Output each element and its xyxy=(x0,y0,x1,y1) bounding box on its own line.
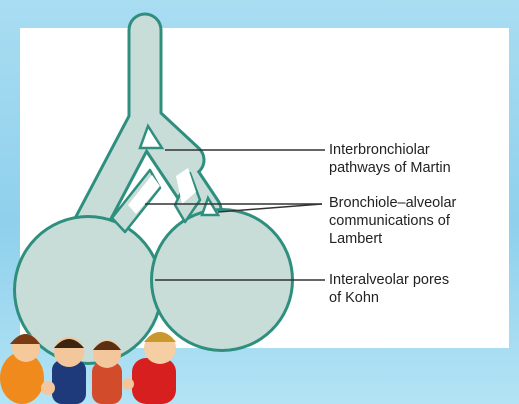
label-martin-line-2: pathways of Martin xyxy=(329,159,451,177)
cartoon-children-illustration xyxy=(0,318,200,404)
airway-tree xyxy=(13,28,294,365)
label-kohn-line-2: of Kohn xyxy=(329,289,449,307)
label-kohn: Interalveolar pores of Kohn xyxy=(329,271,449,307)
label-martin: Interbronchiolar pathways of Martin xyxy=(329,141,451,177)
label-kohn-line-1: Interalveolar pores xyxy=(329,271,449,289)
label-lambert-line-1: Bronchiole–alveolar xyxy=(329,194,456,212)
label-lambert-line-2: communications of xyxy=(329,212,456,230)
leader-lambert-2 xyxy=(218,204,322,212)
label-lambert-line-3: Lambert xyxy=(329,230,456,248)
label-lambert: Bronchiole–alveolar communications of La… xyxy=(329,194,456,248)
label-martin-line-1: Interbronchiolar xyxy=(329,141,451,159)
